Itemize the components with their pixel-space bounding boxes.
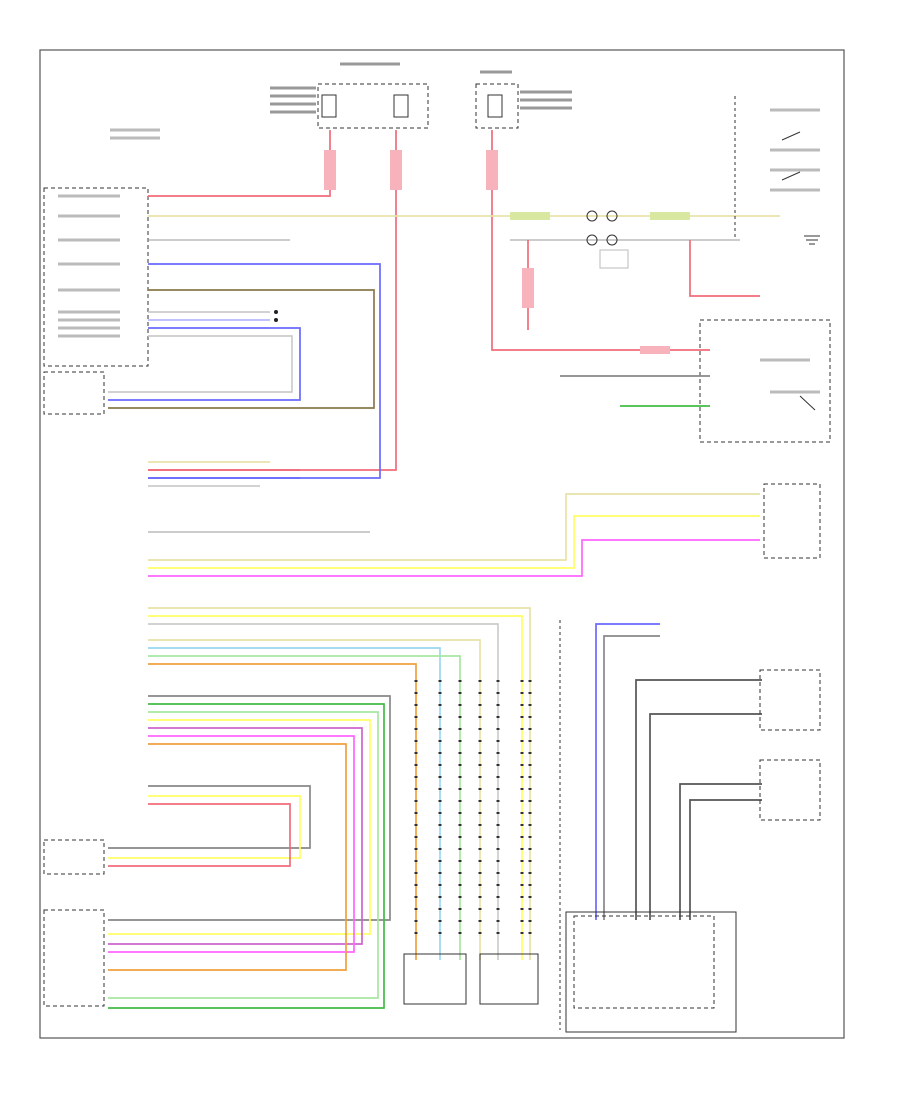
- wire-red-sensor-label: [522, 268, 534, 308]
- wire-dark-2: [649, 713, 762, 920]
- legend-marks: [110, 128, 160, 140]
- wire-tan-ignition-label-2: [650, 212, 690, 220]
- wire-lightblue-tcm: [148, 647, 441, 960]
- fuse-block-right: [475, 70, 572, 129]
- wire-tan-tcm-1: [148, 607, 531, 960]
- ecm-pin-label-marks: [58, 194, 120, 338]
- wire-yellow-sas: [148, 515, 760, 569]
- clutch-sensor-box: [43, 909, 105, 1007]
- brake-switch-box: [43, 839, 105, 875]
- wire-lightgreen-tcm: [148, 655, 461, 960]
- clutch-wires: [108, 785, 311, 867]
- ignition-switch: [770, 108, 820, 192]
- wire-gray-tcm: [148, 623, 499, 960]
- engine-control-module-box: [43, 187, 149, 367]
- ground-symbol: [804, 235, 820, 245]
- wire-pink-fuse-label: [390, 150, 402, 190]
- wire-red-ignition-switch: [689, 240, 760, 297]
- fuse-block-left: [270, 62, 429, 129]
- wire-dark-3: [679, 783, 762, 920]
- wire-tan-ignition-label-1: [510, 212, 550, 220]
- output-speed-sensor-box: [759, 759, 821, 821]
- wire-magenta-sas: [148, 539, 760, 577]
- wire-tan-tcm-2: [148, 639, 481, 960]
- wire-brown-ground: [108, 289, 375, 409]
- fuse-symbols-center: [586, 210, 629, 269]
- wire-red-main: [148, 130, 331, 197]
- wire-short-4: [108, 335, 293, 393]
- wire-gray-tcm-sensor: [603, 635, 660, 920]
- wire-orange-tcm: [148, 663, 417, 960]
- diagram-frame: [39, 49, 845, 1039]
- splice-2: [274, 318, 278, 322]
- wire-tan-sas: [148, 493, 760, 561]
- transmission-assembly-outline: [565, 911, 737, 1033]
- wire-blue-tcm: [595, 623, 660, 920]
- transmission-control-module-box: [573, 915, 715, 1009]
- wire-blue-serial: [148, 263, 381, 479]
- left-small-module: [43, 371, 105, 415]
- transmission-module-left: [403, 953, 467, 1005]
- wire-red-label: [324, 150, 336, 190]
- cluster-internal: [760, 358, 820, 411]
- lower-left-wires: [108, 695, 391, 1009]
- vertical-wire-labels: [414, 680, 532, 940]
- input-speed-sensor-box: [759, 669, 821, 731]
- wire-dark-4: [689, 799, 762, 920]
- instrument-cluster-box: [699, 319, 831, 443]
- cluster-label-mark: [640, 346, 670, 354]
- transmission-module-right: [479, 953, 539, 1005]
- wire-short-3: [108, 327, 301, 401]
- wire-dark-1: [635, 679, 762, 920]
- wire-yellow-tcm: [148, 615, 523, 960]
- steering-sensor-box: [763, 483, 821, 559]
- splice-1: [274, 310, 278, 314]
- wire-red-right: [491, 130, 710, 351]
- wire-pink-fuse: [148, 130, 397, 471]
- bcm-wires: [148, 461, 370, 533]
- wire-red-right-label: [486, 150, 498, 190]
